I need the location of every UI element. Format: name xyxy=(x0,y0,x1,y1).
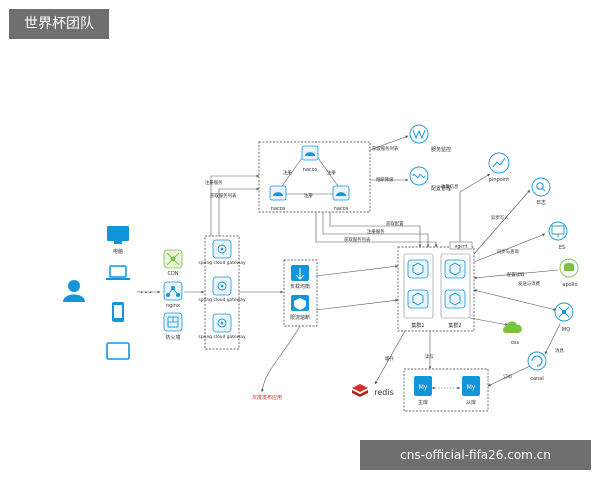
pc-icon xyxy=(107,226,129,244)
apollo-icon xyxy=(559,258,579,278)
gateway-node-1 xyxy=(212,239,232,259)
nginx-icon xyxy=(163,281,183,301)
nacos-top-icon xyxy=(301,145,319,161)
laptop-icon xyxy=(106,265,130,280)
lb-box xyxy=(283,259,318,327)
collect-info-label: 收集信息 xyxy=(441,183,459,190)
master-db-label: 主库 xyxy=(418,399,428,406)
gateway-label-2: spring cloud gateway xyxy=(198,297,246,303)
svg-text:My: My xyxy=(467,384,476,391)
get-service-list-label: 获取服务列表 xyxy=(372,145,399,152)
pinpoint-label: pinpoint xyxy=(489,177,510,183)
redis-icon xyxy=(352,384,368,397)
oss-label: oss xyxy=(511,340,520,346)
config-mgmt-label: 配置管理 xyxy=(431,185,451,192)
pinpoint-icon xyxy=(488,152,510,174)
firewall-label: 防火墙 xyxy=(165,334,180,341)
nacos-register-left: 注册 xyxy=(283,169,292,176)
apollo-label: apollo xyxy=(562,282,577,288)
db-box xyxy=(403,368,489,412)
message-label: 消息 xyxy=(555,347,564,354)
nacos-left-icon xyxy=(269,185,287,201)
slave-db-icon: My xyxy=(462,376,480,396)
es-icon xyxy=(548,221,568,241)
send-msg-label: 发送与消费 xyxy=(518,280,541,287)
log-icon xyxy=(531,177,551,197)
svg-text:My: My xyxy=(419,384,428,391)
flow-control-icon xyxy=(291,295,309,311)
phone-icon xyxy=(112,302,124,322)
mq-label: MQ xyxy=(562,327,570,333)
pc-label: 电脑 xyxy=(113,248,123,255)
gateway-label-3: spring cloud gateway xyxy=(198,334,246,340)
service-icon-3 xyxy=(444,259,466,279)
slave-db-label: 从库 xyxy=(466,399,476,406)
service-monitor-label: 服务监控 xyxy=(431,146,451,153)
cache-label: 缓存 xyxy=(385,355,394,362)
gateway-node-2 xyxy=(212,276,232,296)
service-monitor-icon xyxy=(409,124,429,144)
nacos-top-label: nacos xyxy=(303,167,318,173)
service-icon-2 xyxy=(407,289,429,309)
nacos-register-right: 注册 xyxy=(327,169,336,176)
cdn-icon xyxy=(163,249,183,269)
watermark-url: cns-official-fifa26.com.cn xyxy=(360,440,591,470)
smooth-switch-label: 熔断降级 xyxy=(376,176,394,183)
load-balance-icon xyxy=(291,265,309,281)
cluster-register-label: 注册服务 xyxy=(367,228,385,235)
cluster2-label: 集群2 xyxy=(448,322,461,329)
watermark-logo: 世界杯团队 xyxy=(9,9,109,39)
sync-query-label: 同步与查询 xyxy=(497,248,520,255)
tablet-icon xyxy=(106,342,130,360)
config-mgmt-icon xyxy=(409,166,429,186)
read-write-label: 读写 xyxy=(425,353,434,360)
dots: • • • xyxy=(140,290,152,296)
canal-icon xyxy=(527,351,547,371)
user-icon xyxy=(63,280,85,302)
service-cluster-box xyxy=(397,246,475,332)
nacos-right-icon xyxy=(332,185,350,201)
firewall-icon xyxy=(163,312,183,332)
agent-label: agent xyxy=(455,244,468,250)
gateway-node-3 xyxy=(212,313,232,333)
cluster1-label: 集群1 xyxy=(411,322,424,329)
gateway-label-1: spring cloud gateway xyxy=(198,260,246,266)
config-read-label: 配置读取 xyxy=(507,271,525,278)
flow-control-label: 限流熔断 xyxy=(290,314,310,321)
get-service-list-label-2: 获取服务列表 xyxy=(210,192,237,199)
cluster1-box xyxy=(403,253,434,319)
nacos-right-label: nacos xyxy=(334,206,349,212)
canal-label: canal xyxy=(530,376,543,382)
nginx-label: nginx xyxy=(166,303,180,309)
mq-icon xyxy=(554,302,574,322)
service-icon-1 xyxy=(407,259,429,279)
log-label: 日志 xyxy=(536,199,546,206)
redis-label: redis xyxy=(374,388,394,397)
cluster2-box xyxy=(440,253,471,319)
es-label: ES xyxy=(559,245,565,251)
cluster-get-list-label: 获取服务列表 xyxy=(344,236,371,243)
agent-box xyxy=(449,241,473,250)
nacos-left-label: nacos xyxy=(271,206,286,212)
oss-icon xyxy=(503,321,522,333)
service-icon-4 xyxy=(444,289,466,309)
nacos-register-bottom: 注册 xyxy=(304,192,313,199)
master-db-icon: My xyxy=(414,376,432,396)
get-config-label: 获取配置 xyxy=(386,220,404,227)
gray-release-label: 灰度发布应用 xyxy=(252,394,282,401)
cdn-label: CDN xyxy=(167,271,178,277)
load-balance-label: 负载均衡 xyxy=(290,283,310,290)
register-service-label: 注册服务 xyxy=(205,179,223,186)
async-write-label: 异步写入 xyxy=(491,215,509,221)
subscribe-label: 订阅 xyxy=(503,373,512,380)
